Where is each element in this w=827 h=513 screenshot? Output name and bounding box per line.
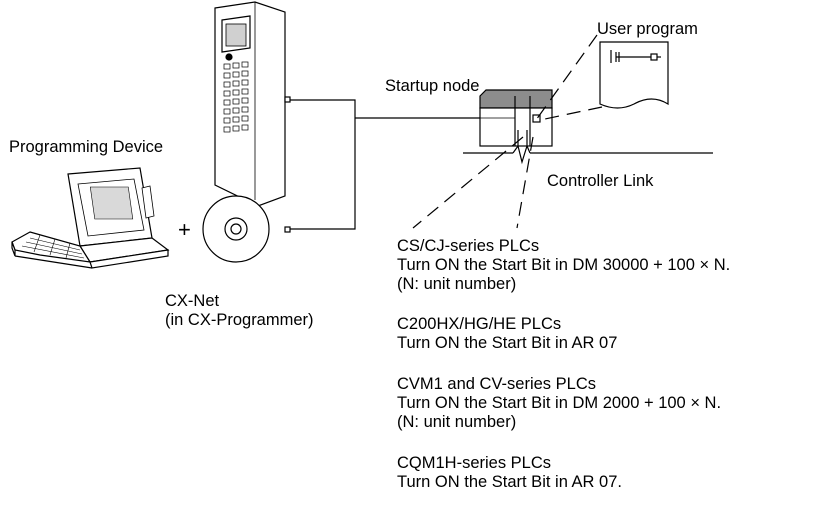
cx-net-caption: CX-Net (in CX-Programmer) [165, 292, 314, 330]
plc-note-title: C200HX/HG/HE PLCs [397, 315, 562, 333]
plc-note-cqm1h: CQM1H-series PLCs Turn ON the Start Bit … [397, 454, 622, 492]
plc-note-title: CVM1 and CV-series PLCs [397, 375, 596, 393]
plc-note-line: Turn ON the Start Bit in AR 07 [397, 334, 618, 352]
controller-link-label: Controller Link [547, 172, 654, 190]
cx-net-line-2: (in CX-Programmer) [165, 311, 314, 329]
controller-link-bus [463, 130, 713, 165]
startup-node-label: Startup node [385, 77, 480, 95]
plc-note-line: (N: unit number) [397, 413, 517, 431]
plc-note-line: Turn ON the Start Bit in DM 30000 + 100 … [397, 256, 731, 274]
plc-note-title: CS/CJ-series PLCs [397, 237, 540, 255]
cx-net-line-1: CX-Net [165, 292, 220, 310]
plc-note-line: Turn ON the Start Bit in AR 07. [397, 473, 622, 491]
dashed-leader-lines [412, 34, 603, 229]
user-program-label: User program [597, 20, 698, 38]
plc-note-cs-cj: CS/CJ-series PLCs Turn ON the Start Bit … [397, 237, 730, 294]
plc-note-line: (N: unit number) [397, 275, 517, 293]
user-program-sheet-icon [599, 41, 669, 109]
plc-note-cvm1: CVM1 and CV-series PLCs Turn ON the Star… [397, 375, 721, 432]
laptop-computer-icon [11, 167, 170, 269]
plc-unit-icon [479, 89, 553, 147]
programming-console-icon [214, 1, 286, 207]
plc-note-title: CQM1H-series PLCs [397, 454, 552, 472]
plc-note-c200hx: C200HX/HG/HE PLCs Turn ON the Start Bit … [397, 315, 617, 353]
cd-rom-icon [202, 195, 270, 263]
plc-note-line: Turn ON the Start Bit in DM 2000 + 100 ×… [397, 394, 722, 412]
plus-sign: + [178, 217, 191, 242]
cable-lines [284, 96, 480, 233]
programming-device-label: Programming Device [9, 138, 164, 156]
